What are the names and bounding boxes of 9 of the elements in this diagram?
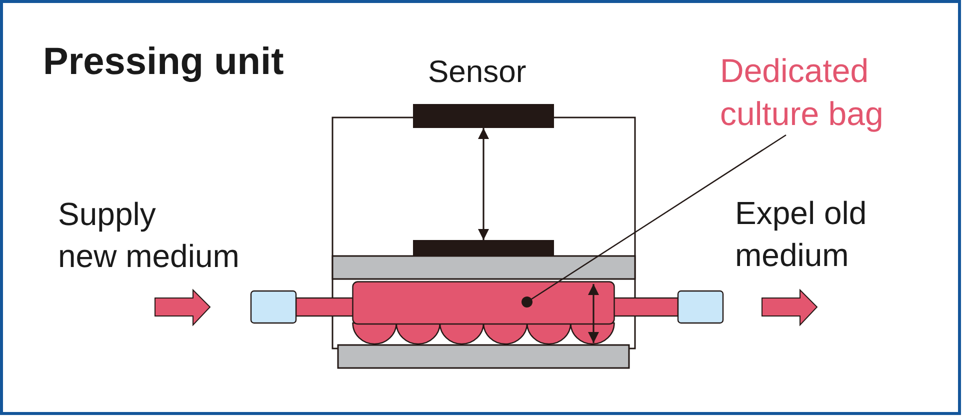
callout-label: Dedicated culture bag [720, 49, 905, 135]
measurement-arrow [478, 128, 489, 240]
culture-bag [352, 281, 615, 346]
supply-label: Supply new medium [58, 195, 240, 276]
title: Pressing unit [43, 40, 284, 84]
target-plate [413, 240, 554, 256]
expel-label: Expel old medium [735, 194, 867, 275]
leader-line [522, 134, 786, 308]
sensor-label: Sensor [428, 54, 526, 90]
